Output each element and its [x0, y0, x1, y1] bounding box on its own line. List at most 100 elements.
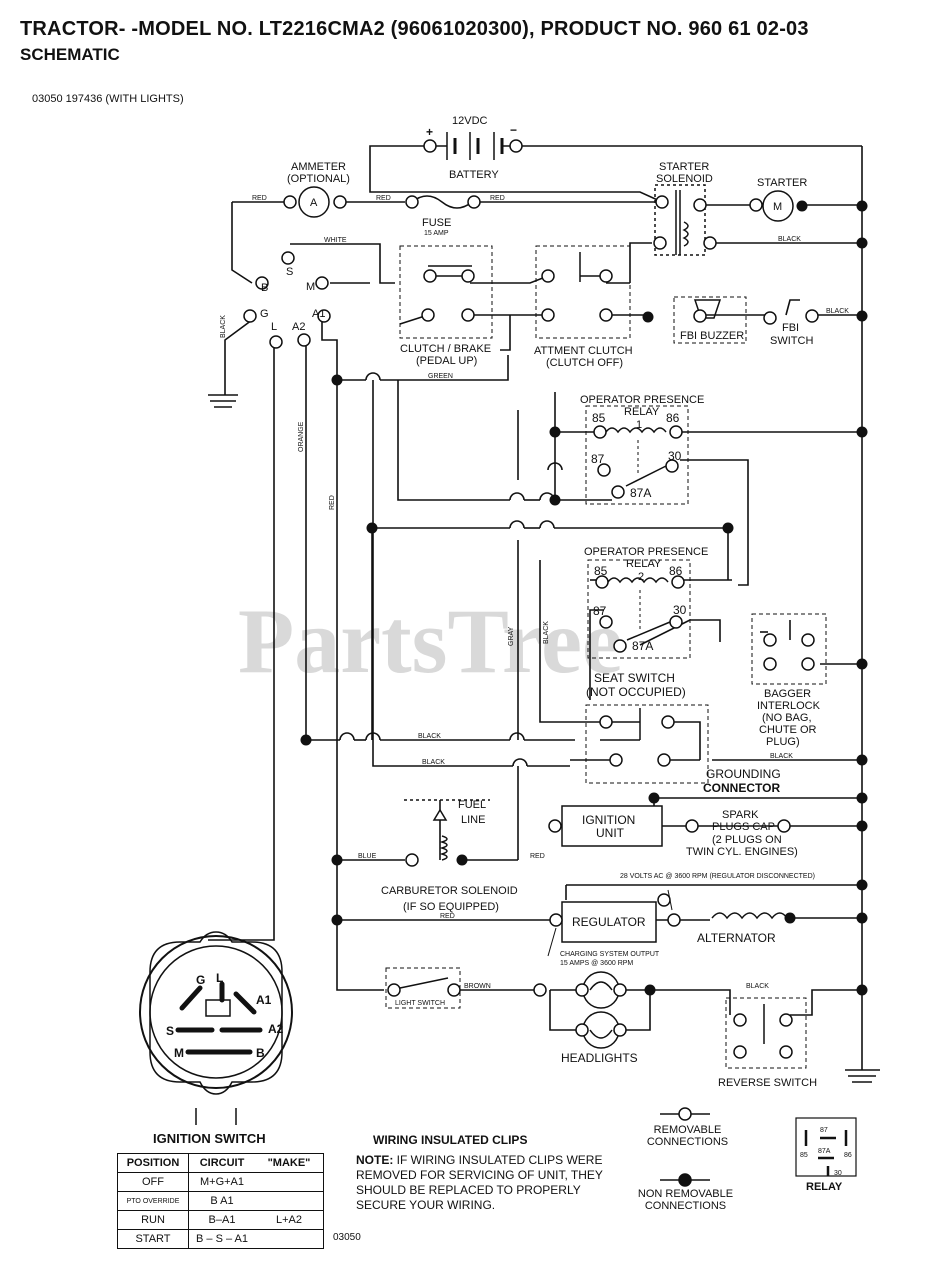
op-relay1-pin85: 85: [592, 411, 606, 425]
table-cell: RUN: [117, 1210, 189, 1230]
bagger-label-3: (NO BAG,: [762, 712, 812, 724]
dial-a1: A1: [256, 993, 272, 1007]
op-relay1-label-3: 1: [636, 419, 642, 431]
light-switch-label: LIGHT SWITCH: [395, 1000, 445, 1007]
op-relay1-pin86: 86: [666, 411, 680, 425]
clutch-brake-label-2: (PEDAL UP): [416, 355, 477, 367]
bagger-label-2: INTERLOCK: [757, 700, 821, 712]
wire-red-1: RED: [252, 195, 267, 202]
term-a2: A2: [292, 321, 305, 333]
op-relay1-pin87: 87: [591, 452, 605, 466]
op-relay2-pin30: 30: [673, 603, 687, 617]
attmt-clutch-switch-box: [535, 245, 631, 339]
page-title: TRACTOR- -MODEL NO. LT2216CMA2 (96061020…: [20, 18, 809, 40]
battery-symbol: [432, 132, 510, 160]
relay-p85: 85: [800, 1152, 808, 1159]
table-cell: B – S – A1: [188, 1229, 255, 1249]
table-cell: [255, 1172, 324, 1192]
wire-black-5: BLACK: [770, 753, 793, 760]
wire-black-8: BLACK: [543, 621, 550, 644]
headlights-symbol: [582, 971, 620, 1049]
fuse-label: FUSE: [422, 217, 451, 229]
fuel-label-2: LINE: [461, 814, 485, 826]
wire-black-6: BLACK: [746, 983, 769, 990]
clutch-brake-switch-box: [399, 245, 493, 339]
op-relay2-pin87a: 87A: [632, 639, 653, 653]
table-row: OFF M+G+A1: [117, 1172, 324, 1192]
clips-note-label: NOTE:: [356, 1153, 394, 1167]
table-header: CIRCUIT: [188, 1153, 255, 1173]
wire-brown: BROWN: [464, 983, 491, 990]
term-m: M: [306, 281, 315, 293]
wire-paths: [208, 145, 880, 1083]
wire-blue: BLUE: [358, 853, 377, 860]
wire-black-3: BLACK: [418, 733, 441, 740]
wire-white: WHITE: [324, 237, 347, 244]
term-b: B: [261, 282, 268, 294]
regulator-label: REGULATOR: [572, 915, 646, 929]
op-relay2-label-3: 2: [638, 571, 644, 583]
dial-g: G: [196, 973, 205, 987]
wire-red-4: RED: [530, 853, 545, 860]
seat-switch-box: [585, 704, 709, 784]
table-row: PTO OVERRIDE B A1: [117, 1191, 324, 1211]
term-a1: A1: [312, 308, 325, 320]
charging-label-2: 15 AMPS @ 3600 RPM: [560, 960, 633, 967]
bagger-label-4: CHUTE OR: [759, 724, 817, 736]
ammeter-label: AMMETER: [291, 161, 346, 173]
relay-p86: 86: [844, 1152, 852, 1159]
bagger-interlock-box: [751, 613, 827, 685]
page-subtitle: SCHEMATIC: [20, 45, 120, 64]
wire-red-5: RED: [440, 913, 455, 920]
fuel-label-1: FUEL: [458, 799, 486, 811]
dial-m: M: [174, 1046, 184, 1060]
wire-gray: GRAY: [508, 626, 515, 646]
op-relay2-pin87: 87: [593, 604, 607, 618]
relay-p30: 30: [834, 1170, 842, 1177]
bagger-label-1: BAGGER: [764, 688, 811, 700]
legend-nonremovable-2: CONNECTIONS: [644, 1200, 727, 1212]
alternator-label: ALTERNATOR: [697, 931, 776, 945]
dial-a2: A2: [268, 1022, 284, 1036]
spark-label-2: PLUGS CAP: [712, 821, 775, 833]
wire-red-3: RED: [490, 195, 505, 202]
wire-black-1: BLACK: [778, 236, 801, 243]
battery-minus: −: [510, 123, 517, 137]
table-cell: [255, 1229, 324, 1249]
ignition-switch-title: IGNITION SWITCH: [153, 1131, 266, 1146]
legend-symbols: [660, 1107, 710, 1187]
spark-label-1: SPARK: [722, 809, 759, 821]
table-cell: START: [117, 1229, 189, 1249]
term-s: S: [286, 266, 293, 278]
spark-label-3: (2 PLUGS ON: [712, 834, 782, 846]
ammeter-a-symbol: A: [310, 197, 318, 209]
wire-red-6: RED: [329, 495, 336, 510]
grounding-label-2: CONNECTOR: [703, 781, 780, 795]
op-relay2-pin86: 86: [669, 564, 683, 578]
clips-note: NOTE: IF WIRING INSULATED CLIPS WERE REM…: [356, 1153, 626, 1213]
table-header: "MAKE": [255, 1153, 324, 1173]
attmt-clutch-label-1: ATTMENT CLUTCH: [534, 345, 633, 357]
grounding-label-1: GROUNDING: [706, 767, 781, 781]
table-cell: B A1: [188, 1191, 255, 1211]
charging-label-1: CHARGING SYSTEM OUTPUT: [560, 951, 660, 958]
wire-green: GREEN: [428, 373, 453, 380]
reverse-switch-label: REVERSE SWITCH: [718, 1077, 817, 1089]
starter-solenoid-symbol: [654, 184, 706, 256]
term-l: L: [271, 321, 277, 333]
term-g: G: [260, 308, 269, 320]
op-relay2-box: [587, 559, 691, 659]
dial-l: L: [216, 971, 223, 985]
clips-note-text: IF WIRING INSULATED CLIPS WERE REMOVED F…: [356, 1153, 603, 1212]
seat-switch-label-1: SEAT SWITCH: [594, 671, 675, 685]
document-reference: 03050 197436 (WITH LIGHTS): [32, 93, 184, 105]
ammeter-note: (OPTIONAL): [287, 173, 350, 185]
table-cell: OFF: [117, 1172, 189, 1192]
carb-label-2: (IF SO EQUIPPED): [403, 901, 499, 913]
table-row: START B – S – A1: [117, 1229, 324, 1249]
attmt-clutch-label-2: (CLUTCH OFF): [546, 357, 623, 369]
fuse-symbol: [411, 195, 473, 209]
